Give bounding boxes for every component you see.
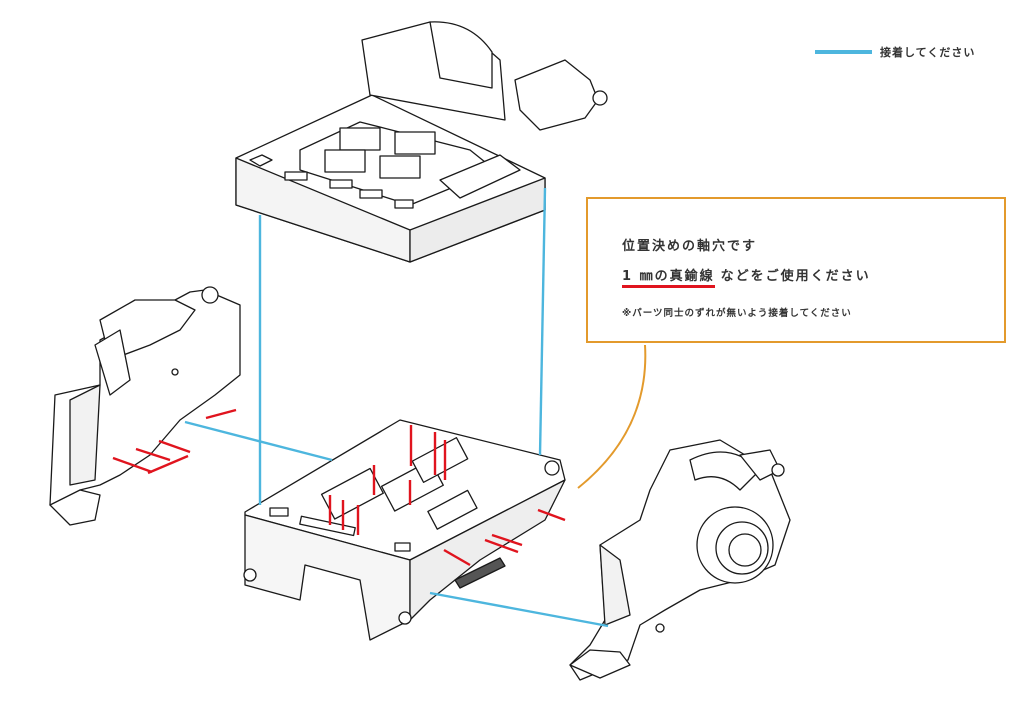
callout-title: 位置決めの軸穴です	[622, 239, 758, 254]
callout-note: ※パーツ同士のずれが無いよう接着してください	[622, 308, 852, 319]
right-armor-part	[569, 439, 791, 681]
material-highlight: 1 ㎜の真鍮線	[622, 265, 715, 288]
callout-connector	[577, 344, 647, 489]
legend-line-swatch	[815, 50, 872, 54]
legend: 接着してください	[815, 44, 975, 60]
upper-body-part	[235, 21, 608, 263]
legend-label: 接着してください	[880, 46, 976, 59]
callout-material-line: 1 ㎜の真鍮線などをご使用ください	[622, 265, 871, 288]
material-instruction: などをご使用ください	[720, 269, 871, 284]
instruction-callout: 位置決めの軸穴です 1 ㎜の真鍮線などをご使用ください ※パーツ同士のずれが無い…	[586, 197, 1006, 343]
glue-lines	[184, 187, 609, 628]
lower-base-part	[243, 419, 566, 641]
left-armor-part	[49, 286, 241, 526]
positioning-pins	[112, 408, 566, 567]
